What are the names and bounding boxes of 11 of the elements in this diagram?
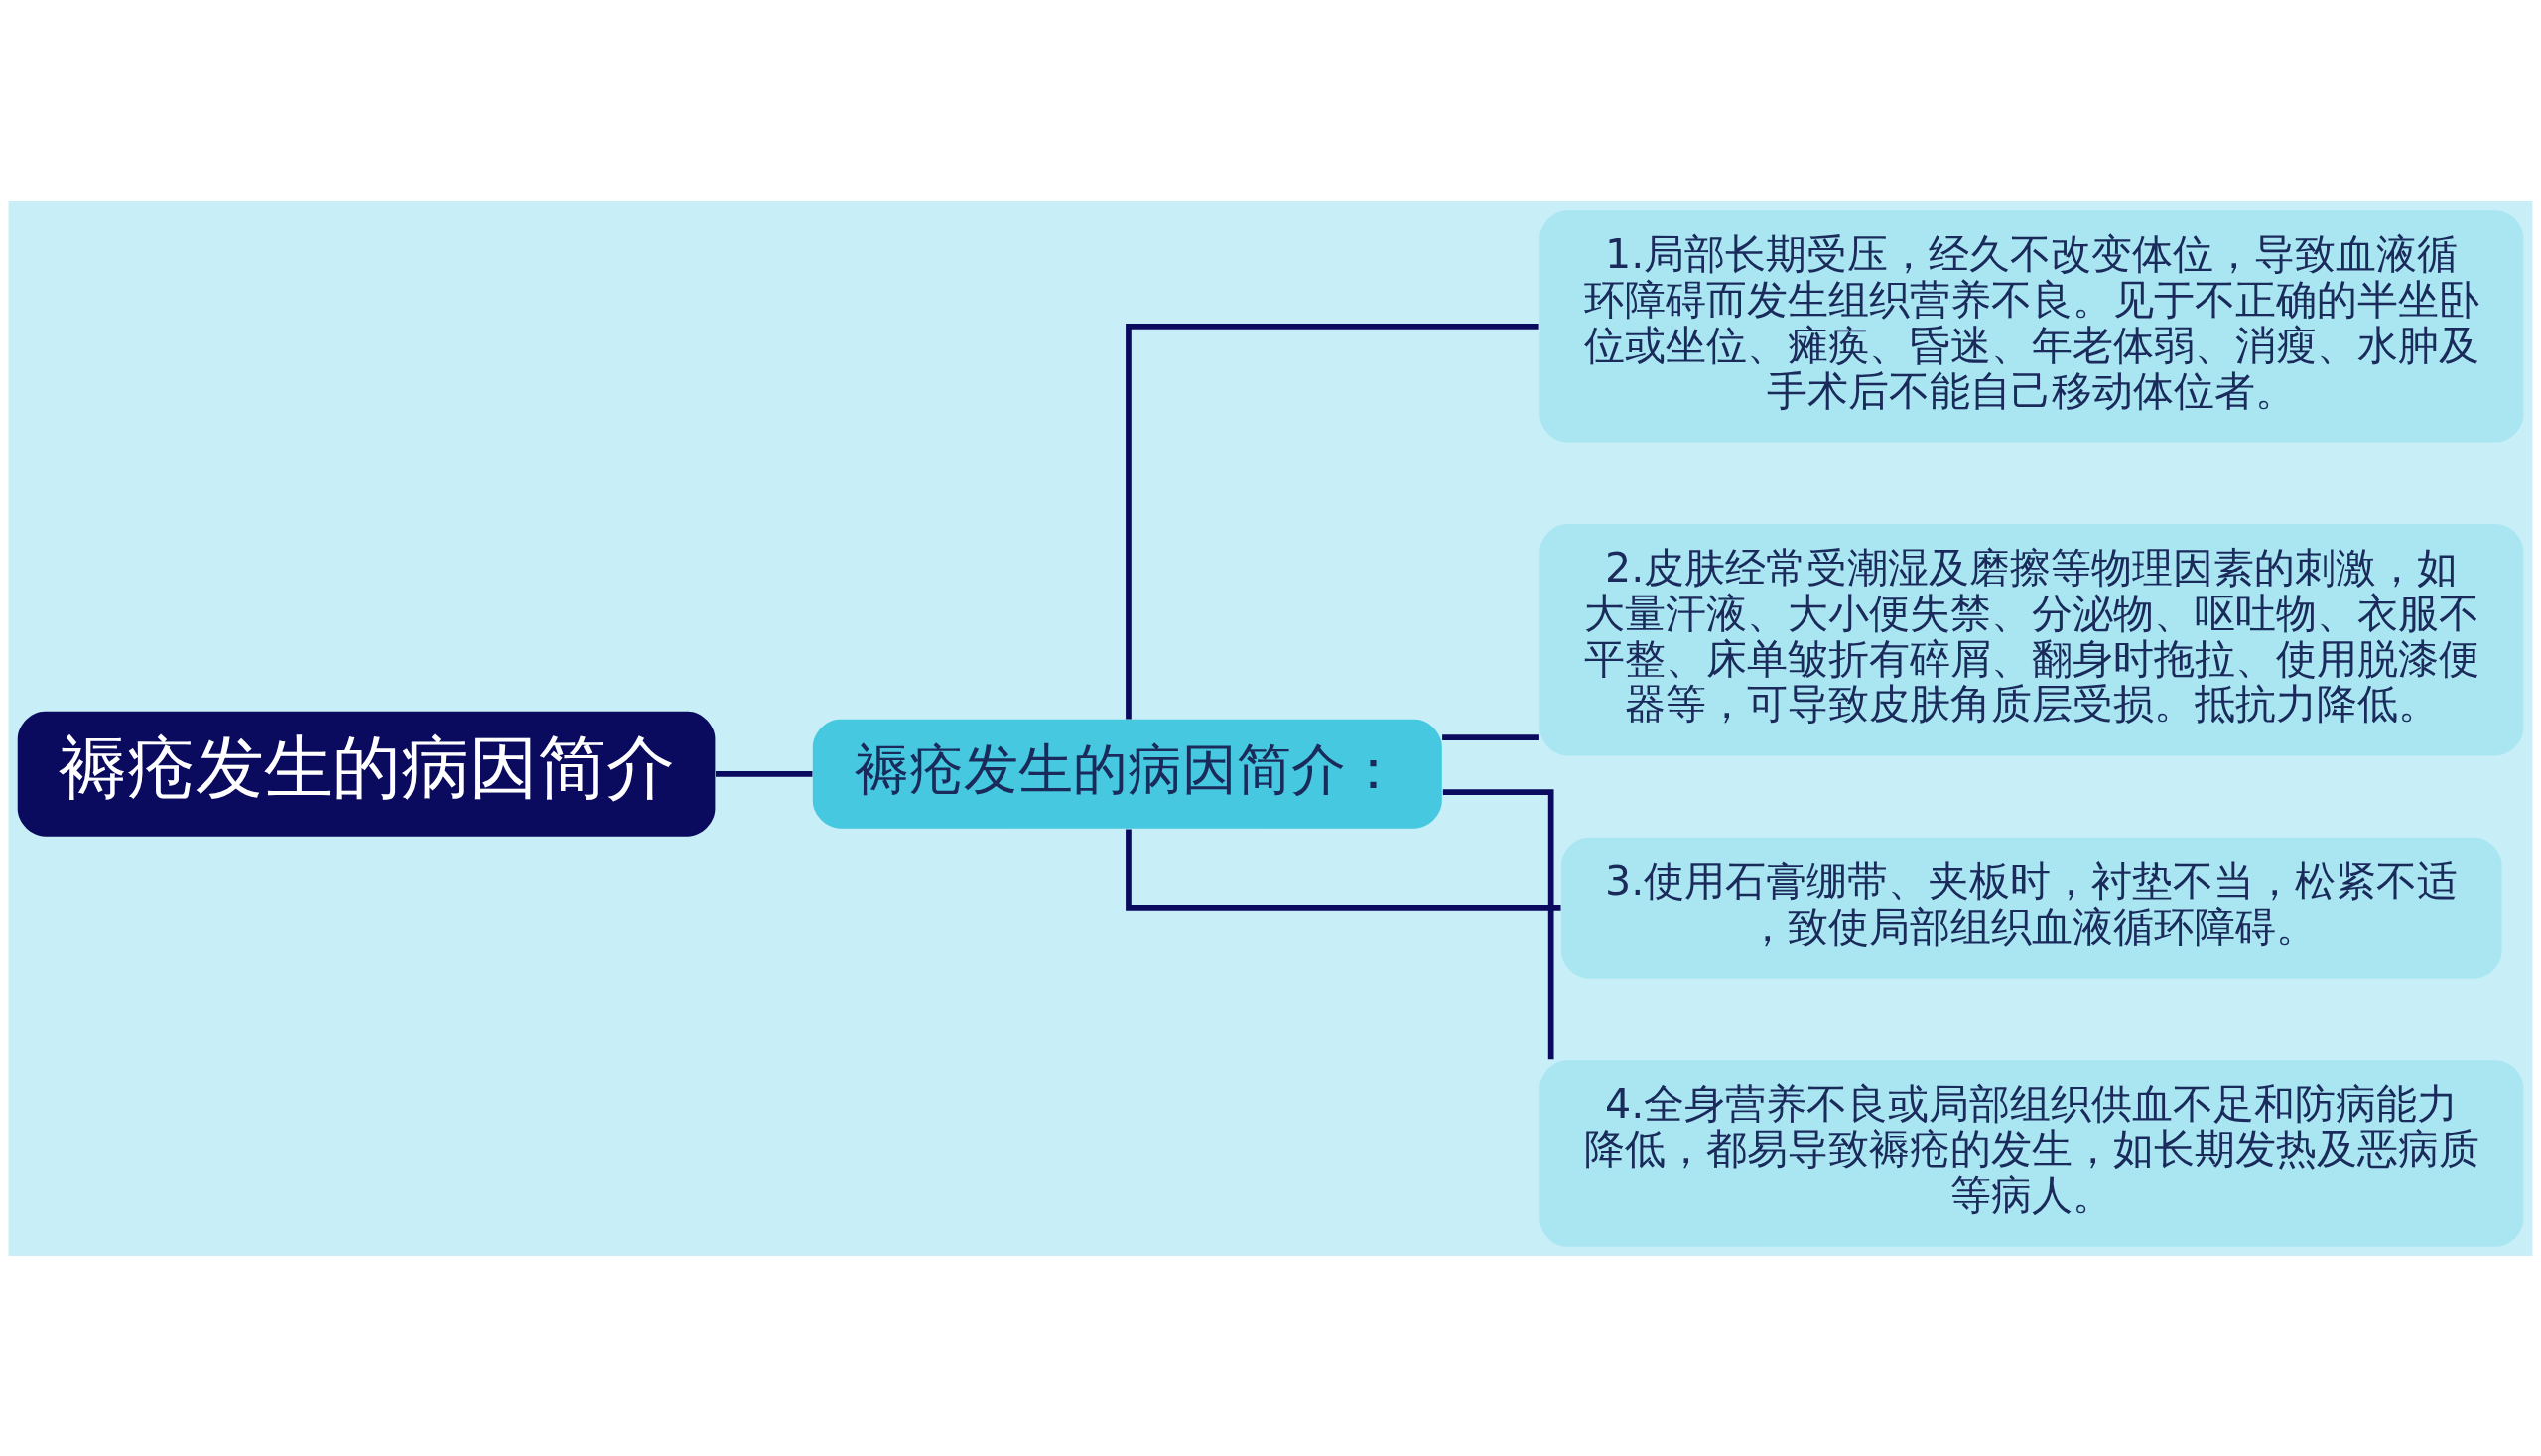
connector bbox=[1442, 788, 1554, 1059]
node-box: 2.皮肤经常受潮湿及磨擦等物理因素的刺激，如大量汗液、大小便失禁、分泌物、呕吐物、衣服不平整、床单皱折有碎屑、翻身时拖拉、使用脱漆便器等，可导致皮肤角质层受损。抵抗力降低。 bbox=[1539, 523, 2524, 755]
connector bbox=[1126, 829, 1561, 911]
node-box: 褥疮发生的病因简介 bbox=[17, 711, 716, 837]
connector bbox=[716, 770, 813, 777]
node-box: 1.局部长期受压，经久不改变体位，导致血液循环障碍而发生组织营养不良。见于不正确的半坐卧位或坐位、瘫痪、昏迷、年老体弱、消瘦、水肿及手术后不能自己移动体位者。 bbox=[1539, 209, 2524, 443]
node-box: 3.使用石膏绷带、夹板时，衬垫不当，松紧不适，致使局部组织血液循环障碍。 bbox=[1560, 837, 2502, 979]
connector bbox=[1126, 323, 1539, 719]
connector bbox=[1442, 733, 1539, 740]
node-box: 4.全身营养不良或局部组织供血不足和防病能力降低，都易导致褥疮的发生，如长期发热及恶病质等病人。 bbox=[1539, 1059, 2524, 1247]
node-box: 褥疮发生的病因简介： bbox=[812, 719, 1442, 829]
